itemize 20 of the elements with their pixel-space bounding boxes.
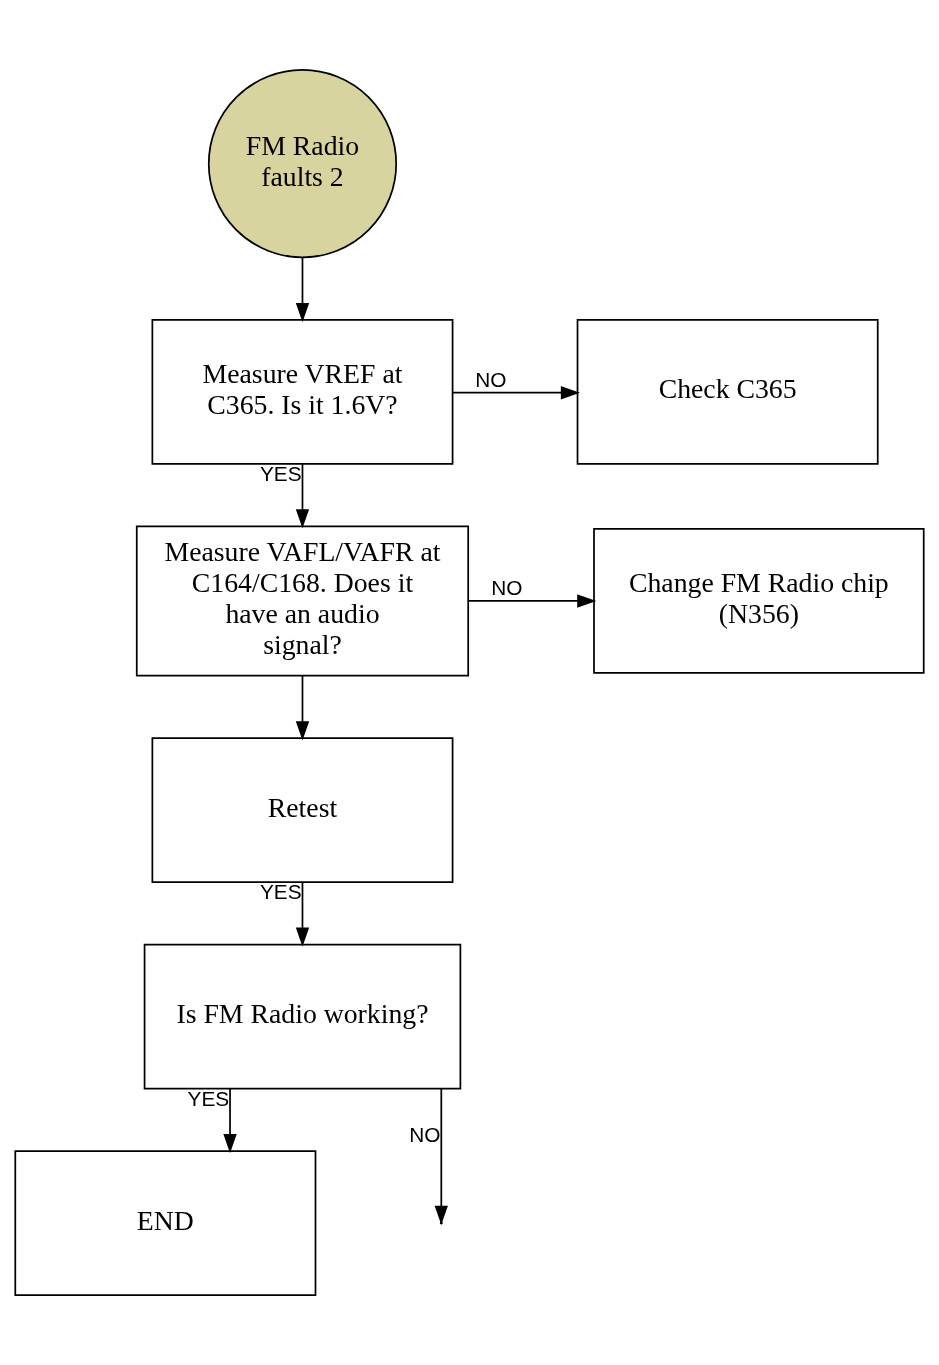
edge-label: NO (491, 576, 523, 600)
node-box: Retest (151, 737, 454, 883)
node-box: Change FM Radio chip (N356) (593, 528, 925, 674)
arrow (295, 256, 310, 323)
node-box: END (14, 1150, 317, 1296)
arrow (223, 1087, 237, 1154)
arrow (295, 881, 310, 947)
edge-label: YES (259, 880, 302, 904)
node-box: Check C365 (576, 318, 879, 465)
arrow (295, 463, 310, 529)
node-box: Measure VAFL/VAFR at C164/C168. Does it have an audio signal? (135, 525, 470, 677)
node-box: Is FM Radio working? (143, 943, 462, 1090)
arrow (467, 594, 597, 608)
arrow (295, 674, 310, 741)
edge-label: YES (259, 462, 302, 486)
edge-label: NO (475, 367, 507, 391)
node-circle: FM Radio faults 2 (207, 69, 398, 259)
node-box: Measure VREF at C365. Is it 1.6V? (151, 318, 454, 465)
arrow (452, 386, 580, 400)
edge-label: NO (409, 1122, 441, 1146)
